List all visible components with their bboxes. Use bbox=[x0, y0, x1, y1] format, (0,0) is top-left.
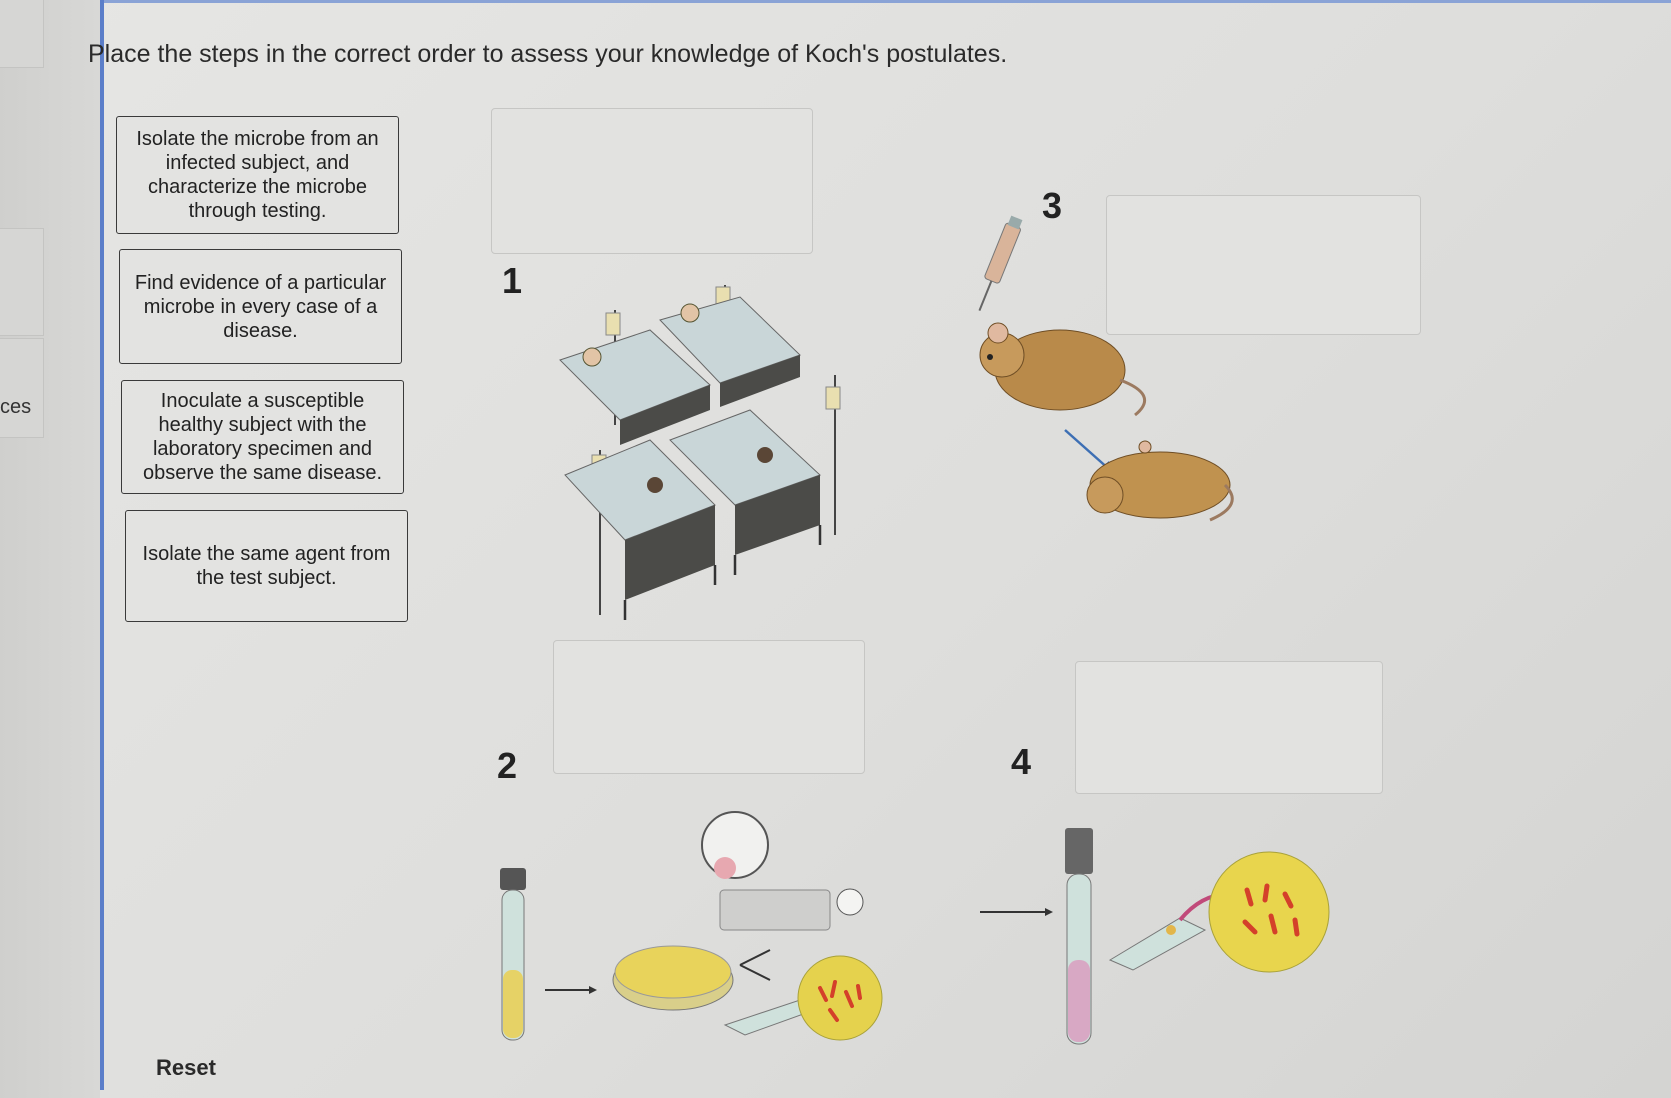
content-top-border bbox=[104, 0, 1671, 3]
content-left-border bbox=[100, 0, 104, 1090]
step-number-1: 1 bbox=[502, 260, 523, 301]
step-card[interactable]: Isolate the microbe from an infected sub… bbox=[116, 116, 399, 234]
step-number-2: 2 bbox=[497, 745, 518, 786]
step-card[interactable]: Inoculate a susceptible healthy subject … bbox=[121, 380, 404, 494]
step-number-3: 3 bbox=[1042, 185, 1063, 226]
hospital-beds-icon bbox=[559, 285, 841, 620]
step-number-4: 4 bbox=[1011, 741, 1032, 782]
step-card-label: Isolate the microbe from an infected sub… bbox=[136, 128, 379, 222]
drop-target-2[interactable] bbox=[553, 640, 865, 774]
inoculated-mouse-icon bbox=[978, 215, 1234, 522]
reisolation-tube-slide-icon bbox=[980, 828, 1330, 1045]
step-card-label: Isolate the same agent from the test sub… bbox=[142, 543, 391, 589]
left-panel-tab[interactable] bbox=[0, 228, 44, 336]
reset-button[interactable]: Reset bbox=[156, 1055, 216, 1080]
step-card[interactable]: Isolate the same agent from the test sub… bbox=[125, 510, 408, 622]
step-card-label: Inoculate a susceptible healthy subject … bbox=[142, 390, 383, 484]
drop-target-1[interactable] bbox=[491, 108, 813, 254]
step-card[interactable]: Find evidence of a particular microbe in… bbox=[119, 249, 402, 364]
left-panel-tab[interactable] bbox=[0, 338, 44, 438]
drop-target-4[interactable] bbox=[1075, 661, 1383, 794]
culture-tube-petri-dish-icon bbox=[500, 811, 883, 1041]
left-panel-label[interactable]: ces bbox=[0, 396, 32, 418]
left-panel-tab[interactable] bbox=[0, 0, 44, 68]
left-panel: ces bbox=[0, 0, 100, 1098]
question-prompt: Place the steps in the correct order to … bbox=[88, 40, 1008, 68]
step-card-label: Find evidence of a particular microbe in… bbox=[134, 271, 387, 342]
drop-target-3[interactable] bbox=[1106, 195, 1421, 335]
